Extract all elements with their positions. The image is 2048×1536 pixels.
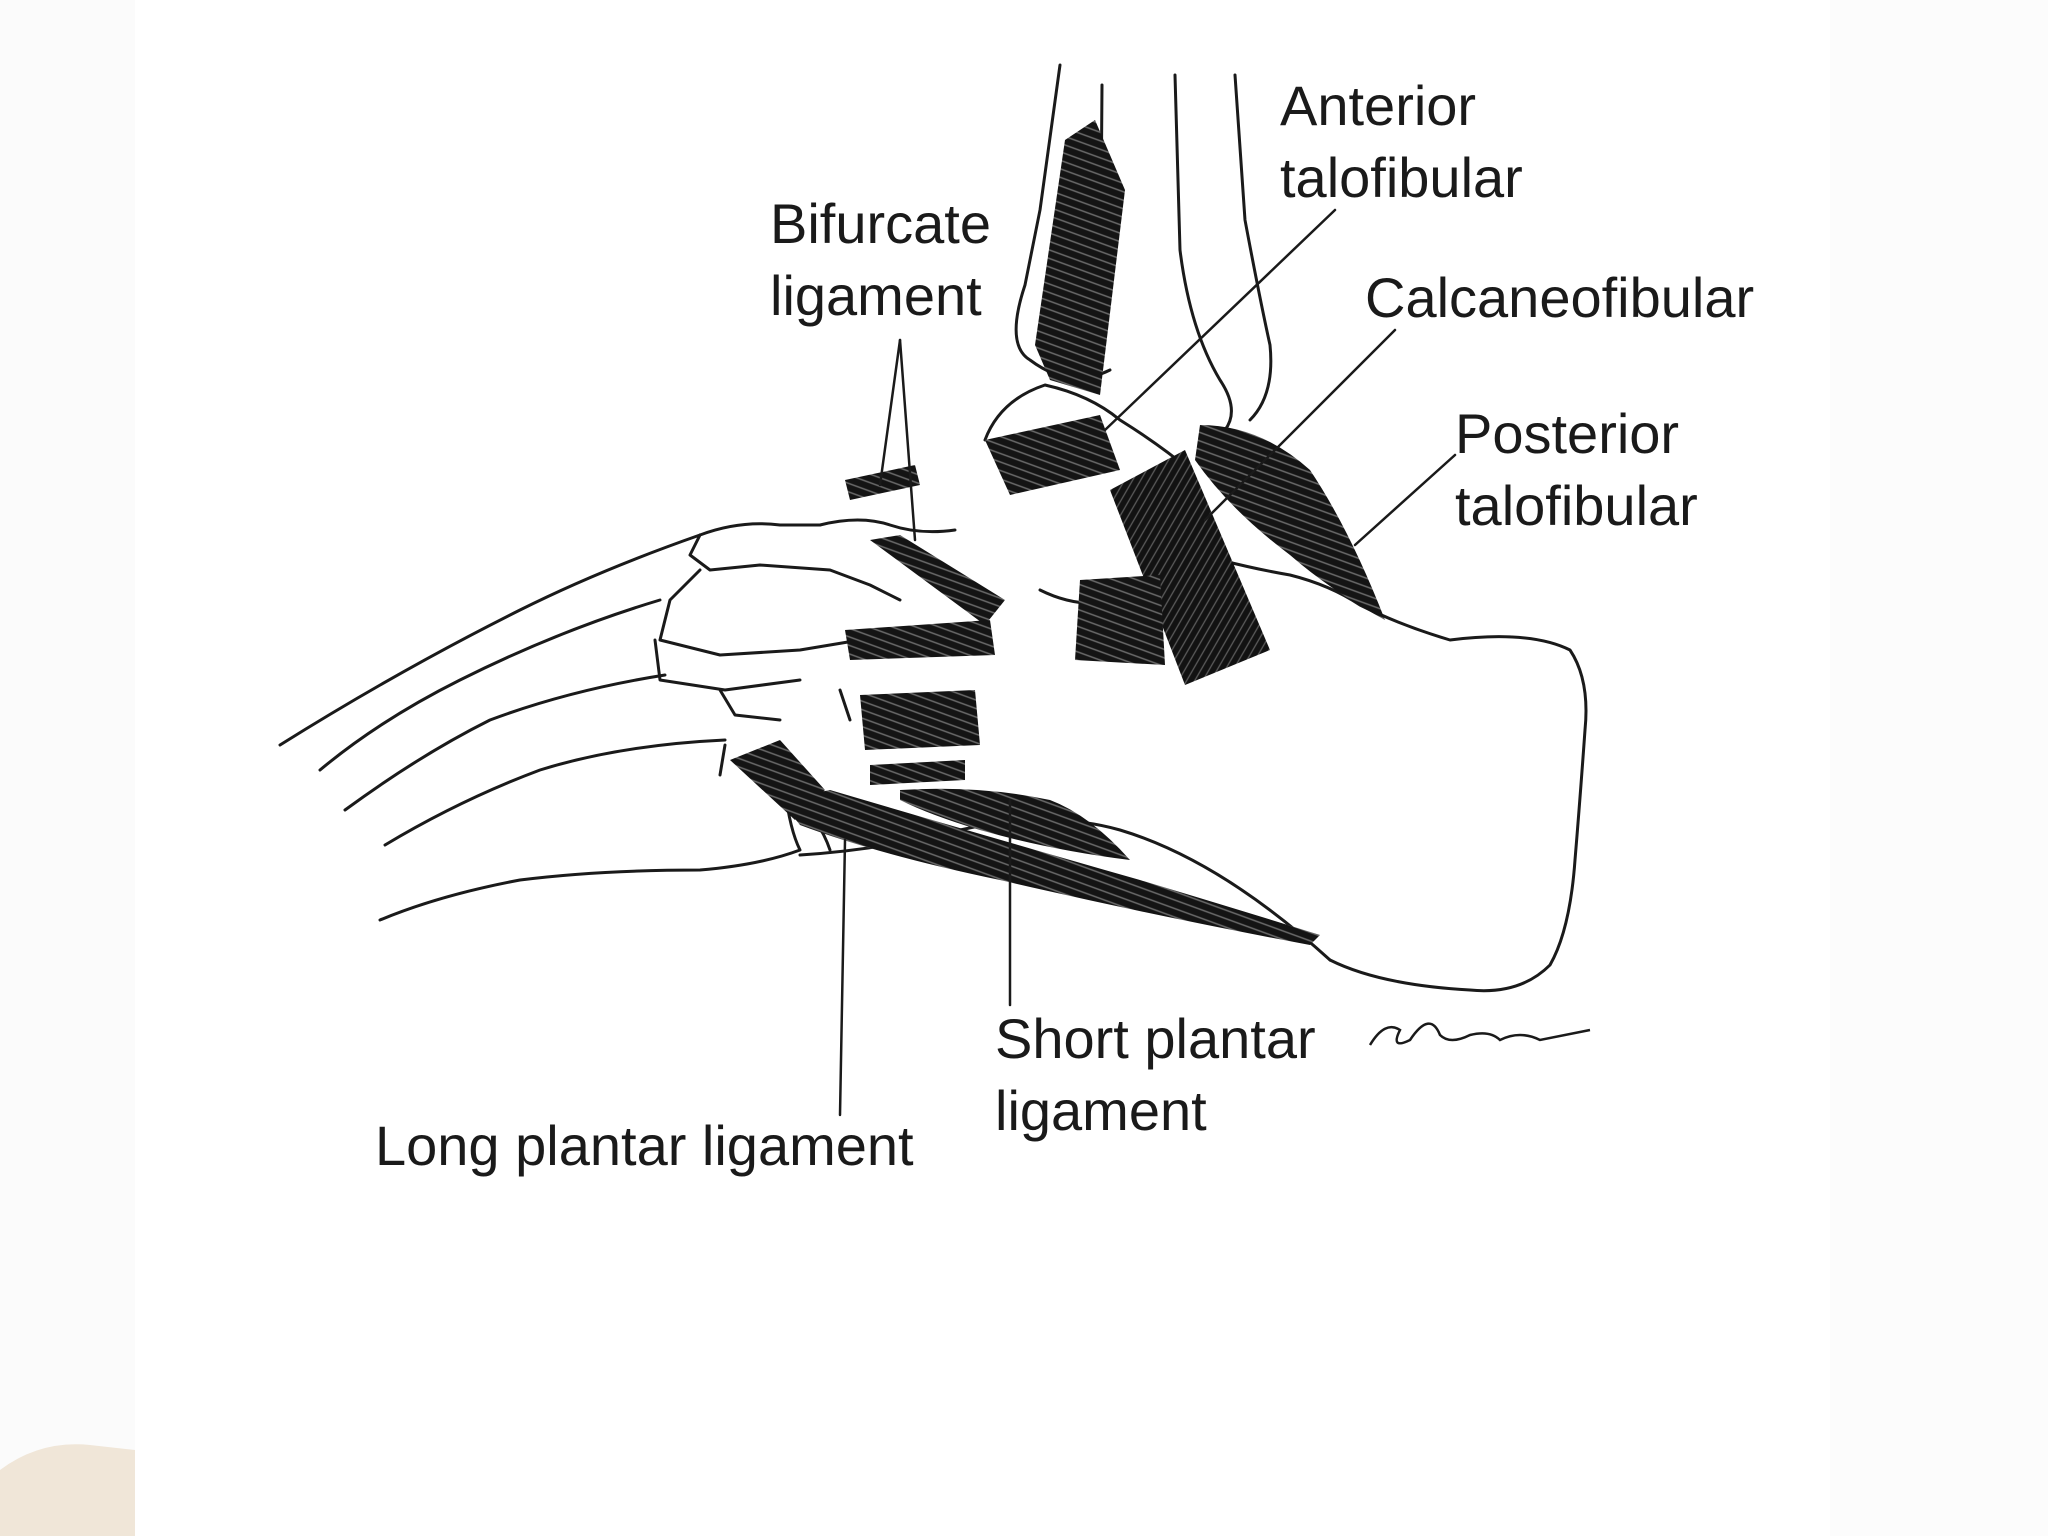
label-line: ligament: [995, 1079, 1207, 1142]
leader-bifurcate-1: [878, 338, 902, 487]
label-line: talofibular: [1455, 474, 1698, 537]
talus-outline: [983, 383, 1192, 472]
metatarsal-2: [318, 598, 662, 772]
ligament-bands: [730, 120, 1385, 945]
artist-signature: [1368, 1022, 1591, 1046]
leader-long-plantar: [838, 838, 847, 1117]
metatarsal-3: [343, 673, 667, 812]
dorsal-calcaneocuboid-band-3: [870, 760, 965, 785]
dorsal-calcaneocuboid-band-2: [860, 690, 980, 750]
metatarsal-5: [378, 788, 802, 922]
bifurcate-band-lower: [870, 535, 1005, 625]
tibiofibular-band: [1035, 120, 1125, 395]
dorsal-calcaneocuboid-band-1: [845, 620, 995, 660]
leader-posterior-talofibular: [1353, 453, 1457, 547]
label-line: Long plantar ligament: [375, 1114, 914, 1177]
label-calcaneofibular: Calcaneofibular: [1365, 262, 1754, 334]
label-bifurcate-ligament: Bifurcate ligament: [770, 188, 991, 332]
label-short-plantar-ligament: Short plantar ligament: [995, 1003, 1316, 1147]
calcaneofibular-band: [1110, 450, 1270, 685]
leader-bifurcate-2: [898, 338, 917, 542]
navicular-outline: [818, 518, 957, 534]
label-line: talofibular: [1280, 146, 1523, 209]
long-plantar-band: [780, 790, 1320, 945]
label-line: Anterior: [1280, 74, 1477, 137]
metatarsal-1: [278, 533, 702, 747]
posterior-talofibular-band: [1195, 425, 1385, 620]
fibula-outline-back: [1233, 73, 1273, 422]
right-edge-panel: [1830, 0, 2048, 1536]
label-line: Bifurcate: [770, 192, 991, 255]
short-plantar-band: [900, 788, 1130, 860]
label-line: Short plantar: [995, 1007, 1316, 1070]
label-posterior-talofibular: Posterior talofibular: [1455, 398, 1698, 542]
metatarsal-4: [383, 738, 727, 847]
label-line: Calcaneofibular: [1365, 266, 1755, 329]
leader-anterior-talofibular: [1103, 208, 1337, 432]
talocalcaneal-band: [1075, 575, 1165, 665]
left-edge-panel: [0, 0, 135, 1536]
bifurcate-band-upper: [845, 465, 920, 500]
label-long-plantar-ligament: Long plantar ligament: [375, 1110, 914, 1182]
label-line: Posterior: [1455, 402, 1680, 465]
fibula-outline-front: [1173, 73, 1233, 432]
label-anterior-talofibular: Anterior talofibular: [1280, 70, 1523, 214]
label-line: ligament: [770, 264, 982, 327]
tarsal-outlines: [653, 522, 902, 722]
corner-thumb: [0, 1444, 135, 1536]
leader-calcaneofibular: [1203, 328, 1397, 522]
anterior-talofibular-band: [985, 415, 1120, 495]
